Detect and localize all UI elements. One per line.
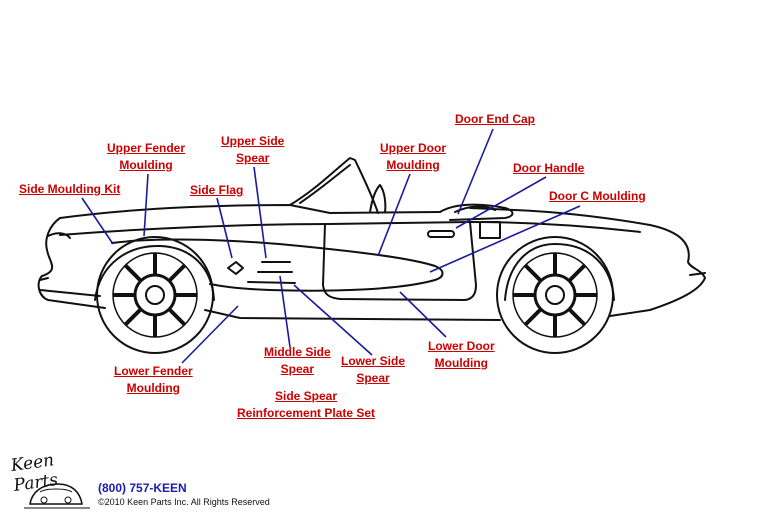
label-lower-side-spear[interactable]: Lower Side Spear [341,354,406,385]
label-door-end-cap[interactable]: Door End Cap [455,112,535,126]
car-body [37,157,706,321]
leader-side-moulding-kit [81,197,114,245]
label-upper-fender-moulding[interactable]: Upper Fender Moulding [107,141,186,172]
label-side-flag[interactable]: Side Flag [190,183,244,197]
label-door-c-moulding[interactable]: Door C Moulding [549,189,646,203]
leader-middle-side-spear [279,275,291,348]
leader-upper-side-spear [253,166,267,259]
label-upper-side-spear[interactable]: Upper Side Spear [221,134,285,165]
leader-lines [81,128,581,364]
keen-parts-logo: Keen Parts [10,448,100,512]
phone-number[interactable]: (800) 757-KEEN [98,481,187,495]
leader-lower-fender-moulding [181,305,239,364]
label-side-spear-reinforcement[interactable]: Side Spear Reinforcement Plate Set [237,389,376,420]
label-lower-door-moulding[interactable]: Lower Door Moulding [428,339,495,370]
leader-lower-door-moulding [399,291,447,338]
leader-lower-side-spear [293,284,373,356]
label-lower-fender-moulding[interactable]: Lower Fender Moulding [114,364,193,395]
leader-door-end-cap [457,128,494,215]
rear-wheel [496,236,614,354]
leader-side-flag [216,197,233,259]
label-upper-door-moulding[interactable]: Upper Door Moulding [380,141,446,172]
copyright-text: ©2010 Keen Parts Inc. All Rights Reserve… [98,497,270,507]
logo-car-icon [24,483,90,509]
label-middle-side-spear[interactable]: Middle Side Spear [264,345,331,376]
label-door-handle[interactable]: Door Handle [513,161,585,175]
leader-door-c-moulding [429,205,581,273]
front-wheel [96,236,214,354]
label-side-moulding-kit[interactable]: Side Moulding Kit [19,182,121,196]
leader-upper-fender-moulding [143,173,149,237]
leader-door-handle [455,176,547,229]
leader-upper-door-moulding [377,173,411,257]
